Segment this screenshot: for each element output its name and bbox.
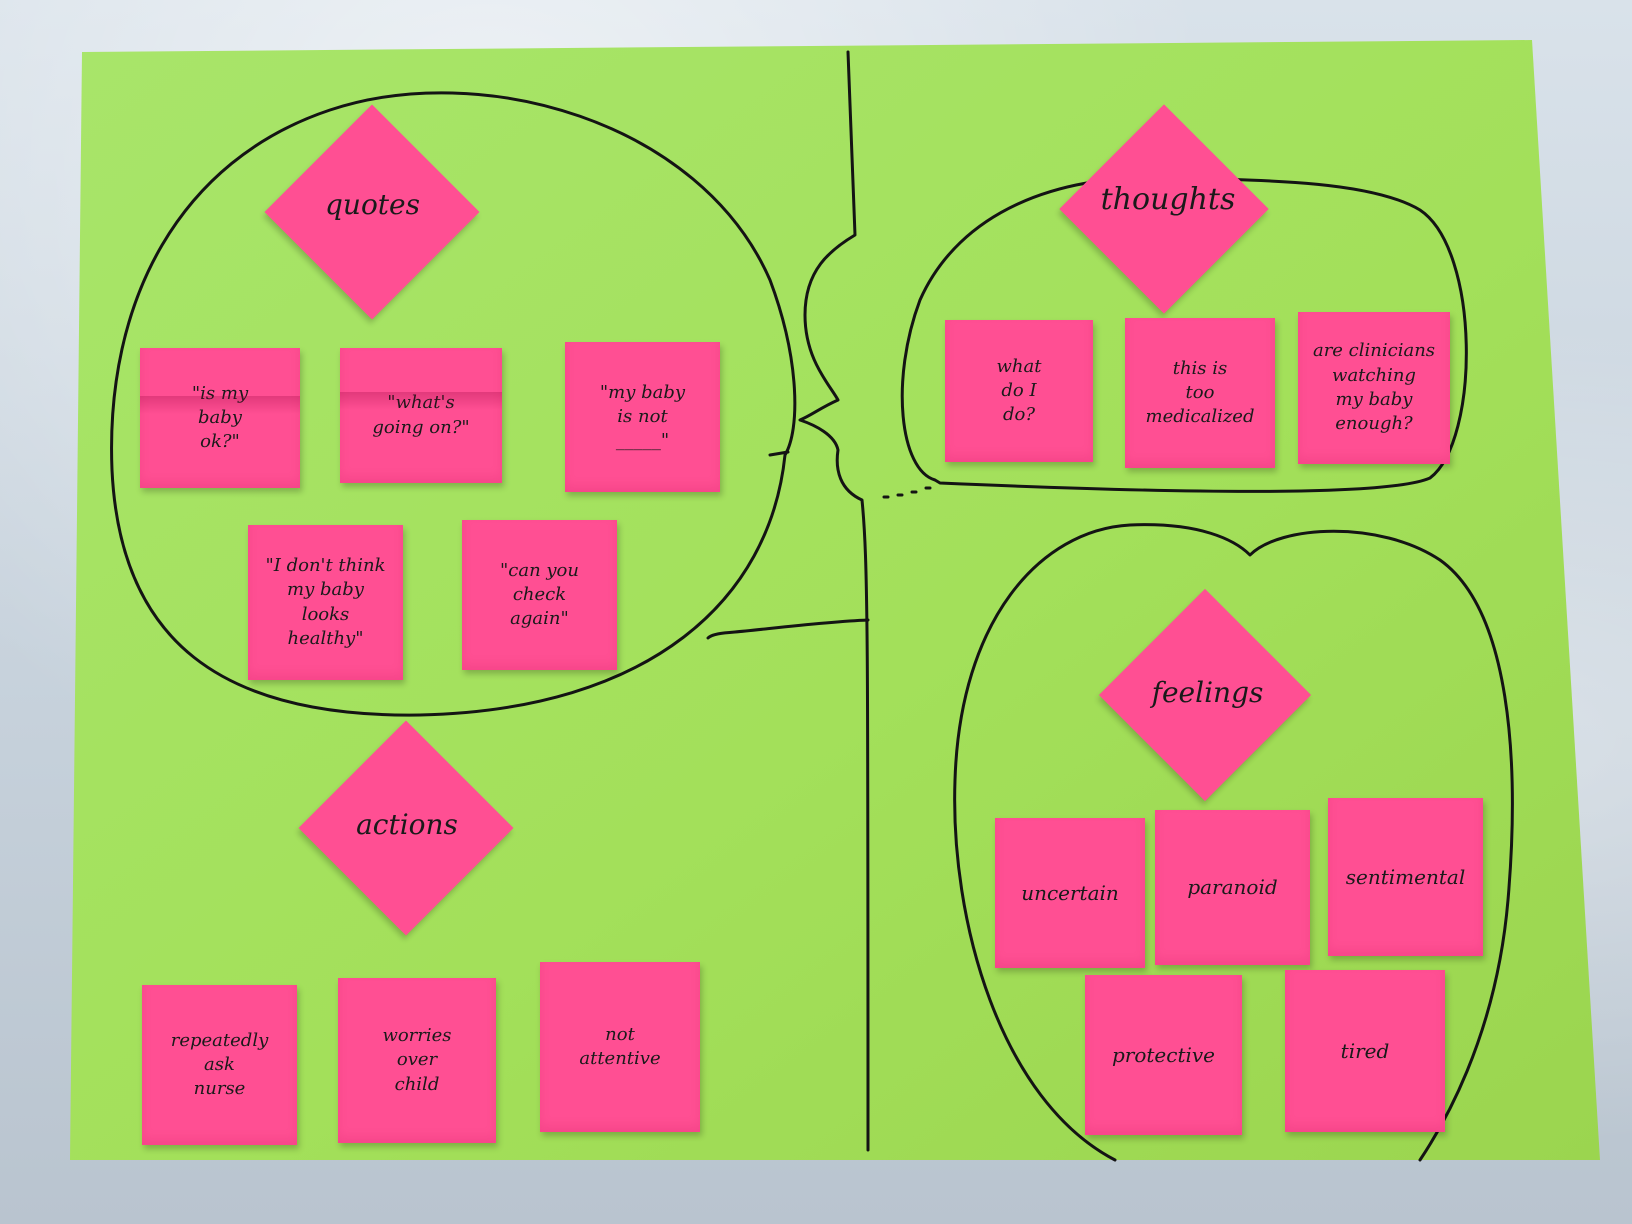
- action-note-2: worries over child: [338, 978, 496, 1143]
- thought-note-1: what do I do?: [945, 320, 1093, 462]
- action-note-1: repeatedly ask nurse: [142, 985, 297, 1145]
- quote-note-4: "I don't think my baby looks healthy": [248, 525, 403, 680]
- quote-note-5: "can you check again": [462, 520, 617, 670]
- feeling-note-1: uncertain: [995, 818, 1145, 968]
- thoughts-header-label: thoughts: [1100, 182, 1236, 217]
- action-note-3: not attentive: [540, 962, 700, 1132]
- feelings-header-label: feelings: [1151, 676, 1264, 709]
- thought-note-3: are clinicians watching my baby enough?: [1298, 312, 1450, 464]
- feeling-note-2: paranoid: [1155, 810, 1310, 965]
- thought-note-2: this is too medicalized: [1125, 318, 1275, 468]
- feeling-note-5: tired: [1285, 970, 1445, 1132]
- actions-header-label: actions: [356, 808, 458, 841]
- quotes-header-label: quotes: [324, 188, 420, 221]
- feeling-note-4: protective: [1085, 975, 1242, 1135]
- quote-note-2: "what's going on?": [340, 348, 502, 483]
- quote-note-3: "my baby is not _____": [565, 342, 720, 492]
- quote-note-1: "is my baby ok?": [140, 348, 300, 488]
- feeling-note-3: sentimental: [1328, 798, 1483, 956]
